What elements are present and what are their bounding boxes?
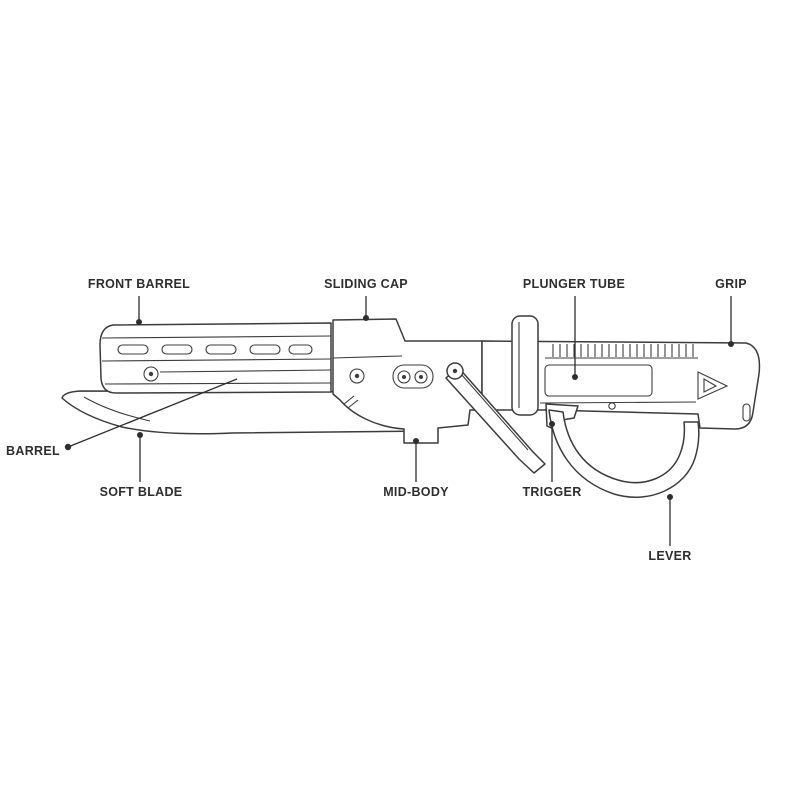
front-cap-tab xyxy=(511,315,539,416)
label-front-barrel: FRONT BARREL xyxy=(87,277,191,291)
label-plunger-tube: PLUNGER TUBE xyxy=(522,277,626,291)
trigger-arm-part xyxy=(445,362,546,474)
front-barrel-part xyxy=(99,322,332,394)
label-trigger: TRIGGER xyxy=(522,485,582,499)
hatch-marks xyxy=(552,344,694,357)
label-soft-blade: SOFT BLADE xyxy=(99,485,183,499)
leader-lines xyxy=(64,296,734,546)
soft-blade-part xyxy=(61,390,431,435)
label-lever: LEVER xyxy=(648,549,692,563)
label-barrel: BARREL xyxy=(6,444,60,458)
label-grip: GRIP xyxy=(715,277,747,291)
grip-part xyxy=(697,371,751,422)
lever-part xyxy=(548,409,700,498)
label-mid-body: MID-BODY xyxy=(383,485,449,499)
label-sliding-cap: SLIDING CAP xyxy=(324,277,408,291)
